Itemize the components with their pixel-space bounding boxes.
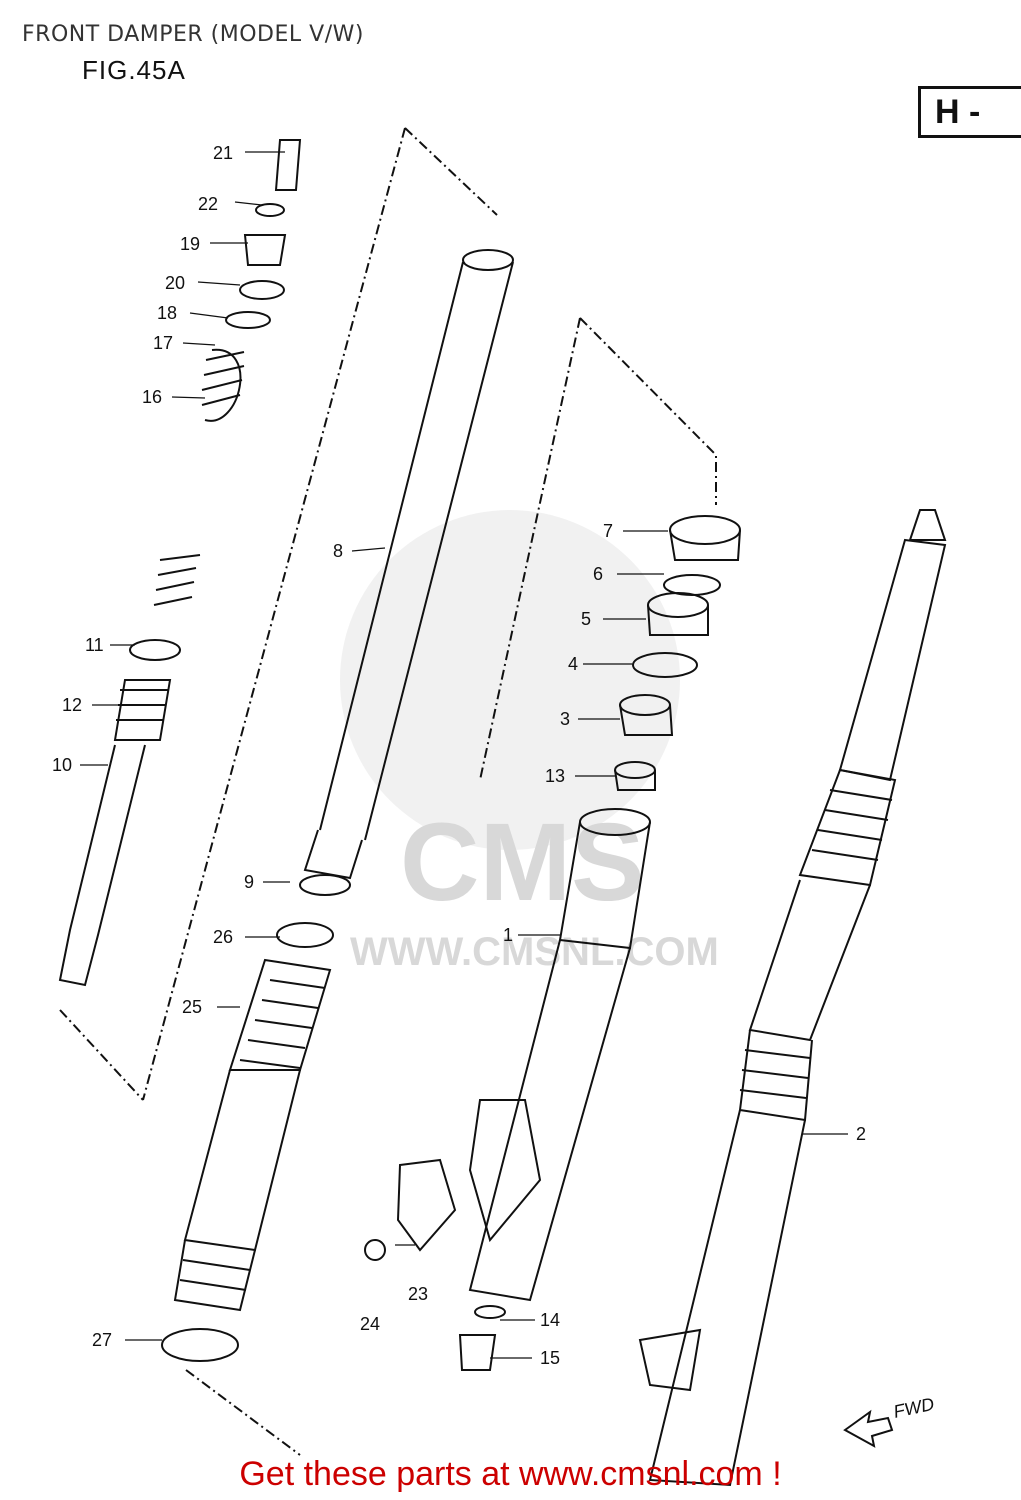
assembly-guide-middle (185, 317, 717, 1456)
callout-27: 27 (92, 1330, 112, 1350)
callout-18: 18 (157, 303, 177, 323)
callout-26: 26 (213, 927, 233, 947)
callout-13: 13 (545, 766, 565, 786)
fwd-label: FWD (892, 1394, 936, 1422)
callout-11: 11 (85, 635, 104, 655)
outer-tube-middle (364, 808, 651, 1371)
callout-3: 3 (560, 709, 570, 729)
outer-tube-left (161, 958, 332, 1362)
fwd-arrow-icon (843, 1409, 894, 1448)
callout-23: 23 (408, 1284, 428, 1304)
right-stack-parts (614, 515, 741, 791)
callout-20: 20 (165, 273, 185, 293)
callout-14: 14 (540, 1310, 560, 1330)
section-tag: H - (918, 86, 1021, 138)
callout-12: 12 (62, 695, 82, 715)
callout-22: 22 (198, 194, 218, 214)
callout-2: 2 (856, 1124, 866, 1144)
watermark-logo: CMS WWW.CMSNL.COM (340, 510, 719, 974)
callout-21: 21 (213, 143, 233, 163)
callout-5: 5 (581, 609, 591, 629)
callout-9: 9 (244, 872, 254, 892)
callout-7: 7 (603, 521, 613, 541)
leader-lines (80, 151, 848, 1359)
callout-19: 19 (180, 234, 200, 254)
callout-15: 15 (540, 1348, 560, 1368)
callout-17: 17 (153, 333, 173, 353)
callout-25: 25 (182, 997, 202, 1017)
damper-rod-assembly (58, 139, 302, 987)
fork-leg-right (638, 509, 947, 1487)
callout-1: 1 (503, 925, 513, 945)
inner-tube-left (276, 249, 514, 948)
page-title: FRONT DAMPER (MODEL V/W) (22, 22, 364, 47)
figure-label: FIG.45A (82, 55, 186, 85)
callout-24: 24 (360, 1314, 380, 1334)
callout-8: 8 (333, 541, 343, 561)
callout-6: 6 (593, 564, 603, 584)
assembly-guide-left (59, 127, 498, 1101)
callout-4: 4 (568, 654, 578, 674)
watermark-logo-text: CMS (400, 801, 644, 924)
footer-parts-link[interactable]: Get these parts at www.cmsnl.com ! (239, 1455, 782, 1493)
callout-10: 10 (52, 755, 72, 775)
watermark-url-text: WWW.CMSNL.COM (350, 930, 719, 974)
callout-16: 16 (142, 387, 162, 407)
